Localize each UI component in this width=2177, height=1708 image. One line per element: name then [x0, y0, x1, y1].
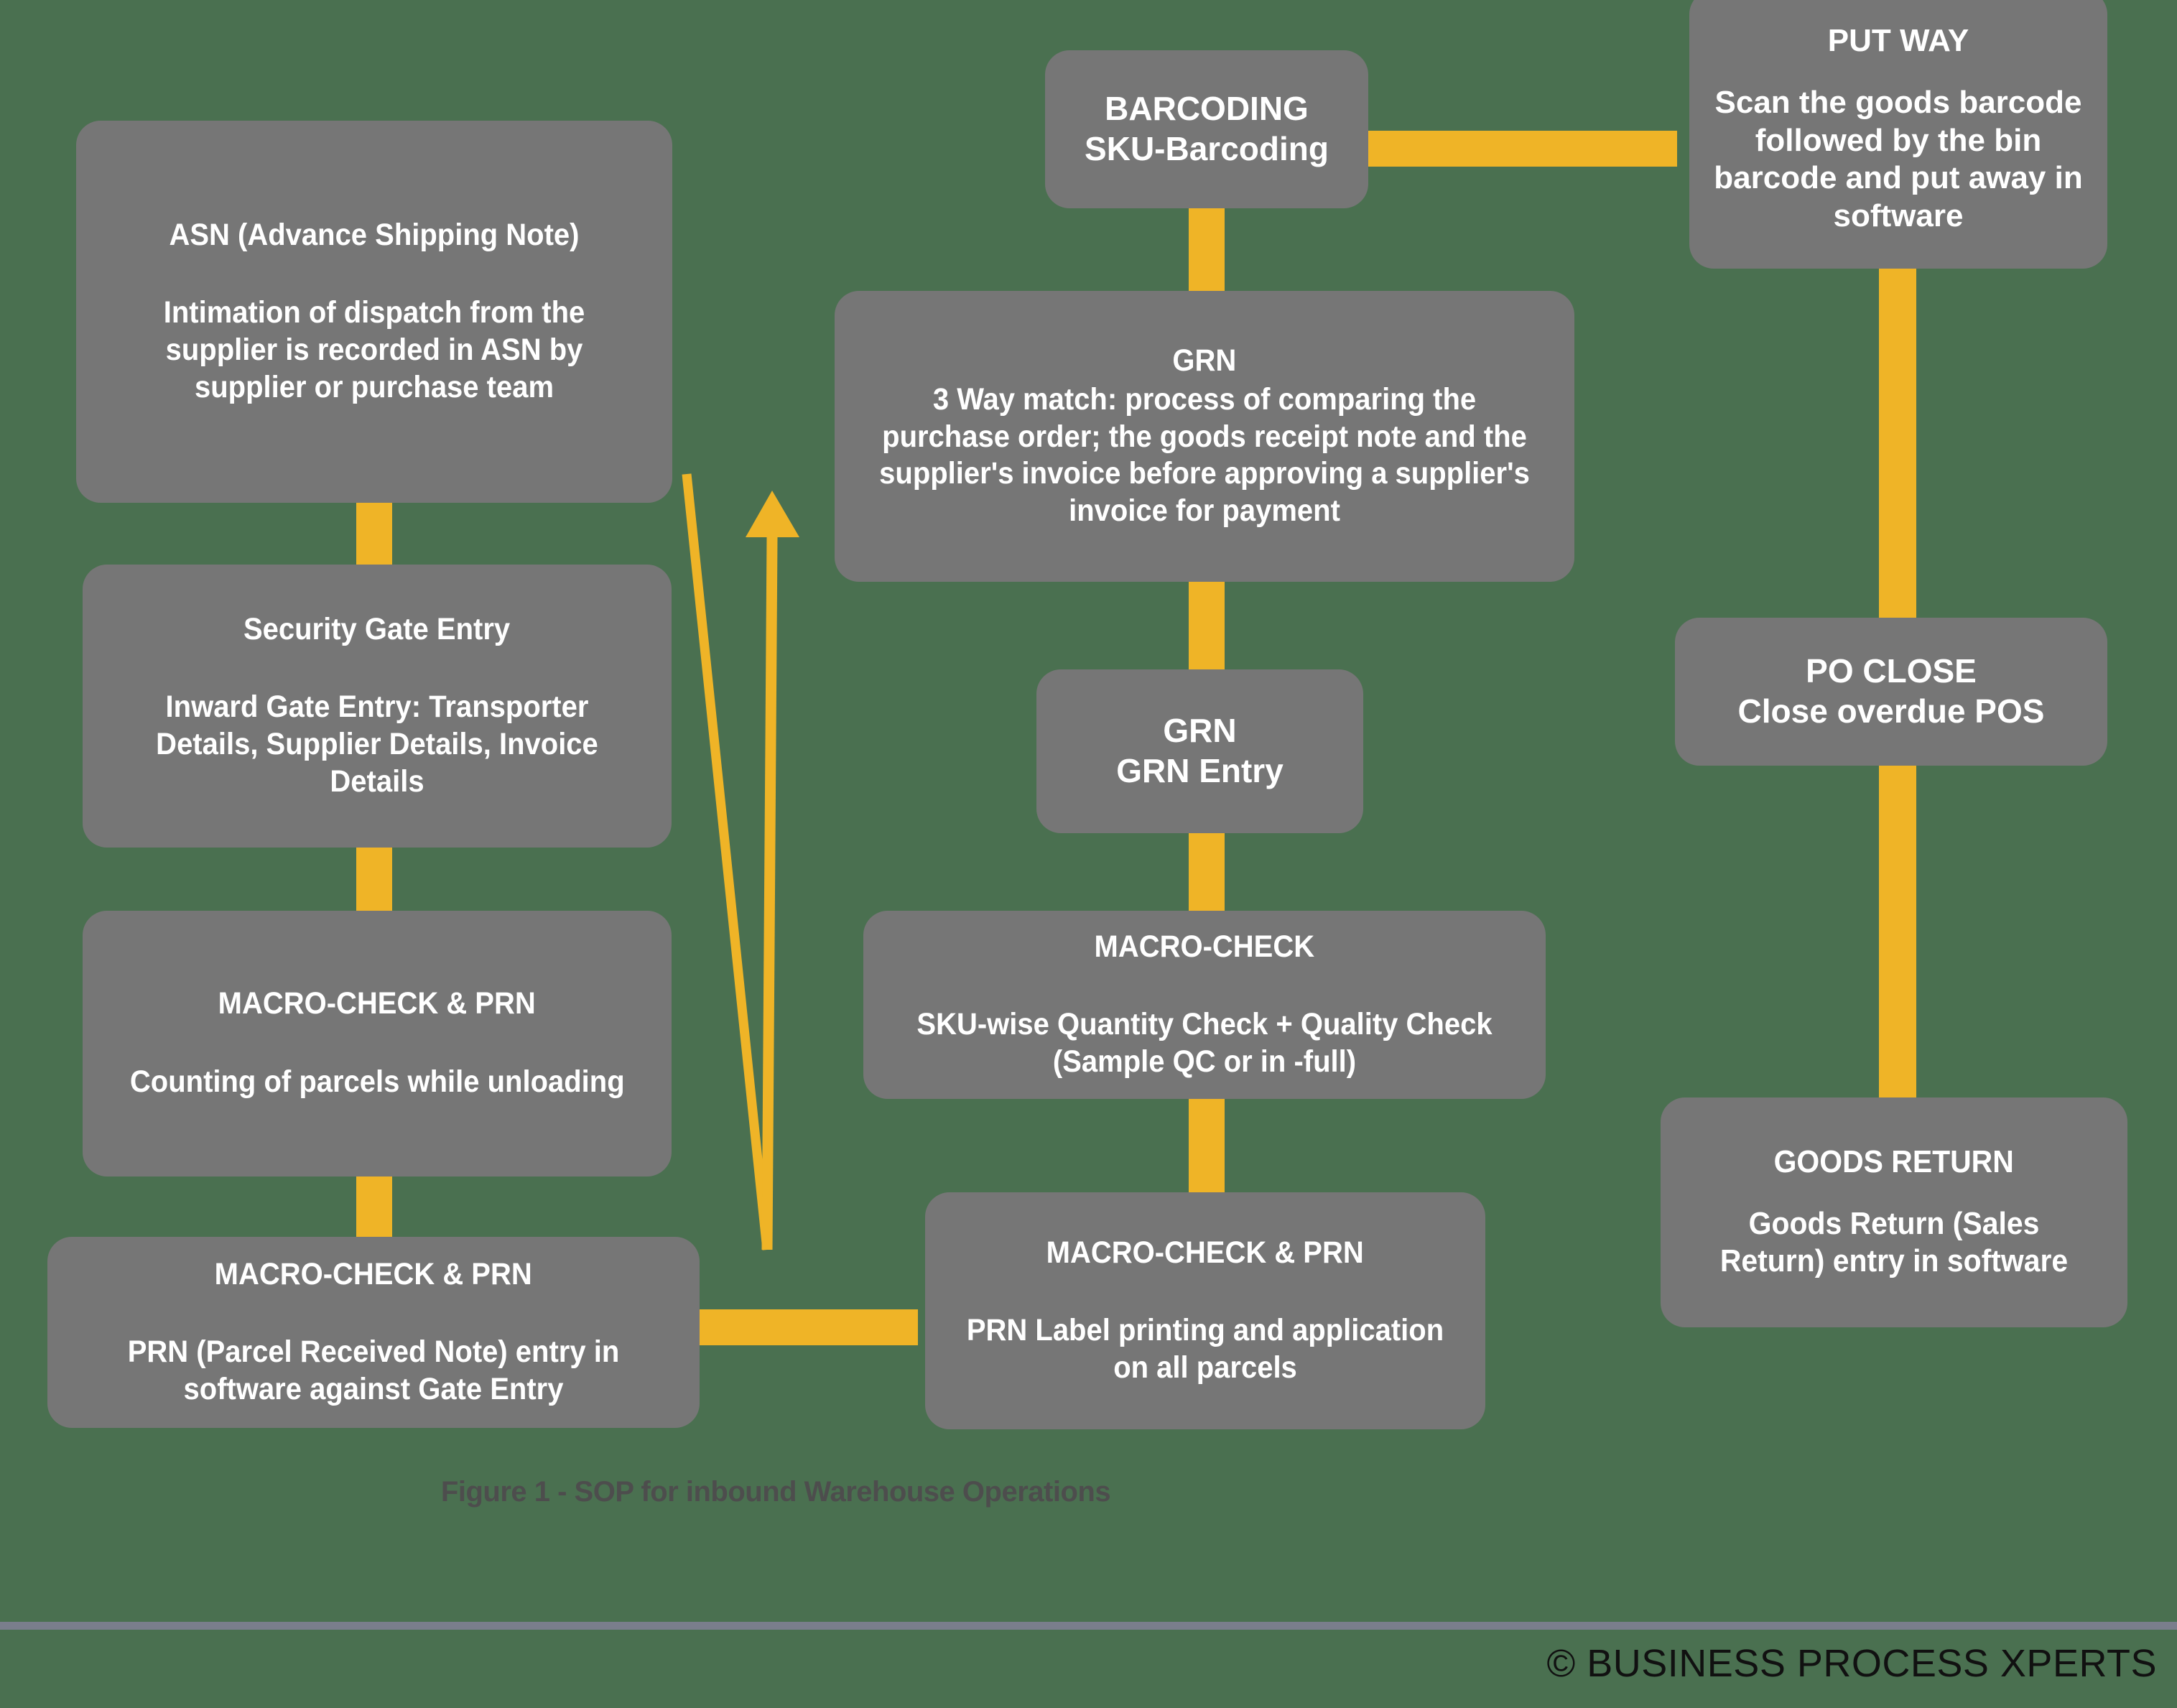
node-macro-check-prn-count-title: MACRO-CHECK & PRN — [218, 986, 537, 1021]
node-asn-title: ASN (Advance Shipping Note) — [169, 217, 580, 252]
connector-po-close-to-goods-return — [1879, 763, 1916, 1099]
copyright-notice: © BUSINESS PROCESS XPERTS — [1546, 1642, 2157, 1685]
node-grn-entry-body: GRN Entry — [1116, 751, 1284, 789]
node-security-gate-entry-body: Inward Gate Entry: Transporter Details, … — [156, 690, 598, 799]
node-goods-return-title: GOODS RETURN — [1773, 1143, 2015, 1179]
node-grn-3way-title: GRN — [1172, 343, 1237, 378]
node-goods-return[interactable]: GOODS RETURN Goods Return (Sales Return)… — [1661, 1097, 2127, 1327]
node-macro-check-prn-count-body: Counting of parcels while unloading — [129, 1064, 625, 1099]
connector-prn-entry-to-prn-label — [695, 1309, 918, 1345]
connector-asn-to-security-gate — [356, 503, 392, 565]
node-macro-check-prn-entry[interactable]: MACRO-CHECK & PRN PRN (Parcel Received N… — [47, 1237, 700, 1428]
connector-grn-entry-to-grn-3way — [1189, 582, 1225, 669]
node-macro-check-qc[interactable]: MACRO-CHECK SKU-wise Quantity Check + Qu… — [863, 911, 1546, 1099]
node-macro-check-prn-label[interactable]: MACRO-CHECK & PRN PRN Label printing and… — [925, 1192, 1485, 1429]
node-macro-check-prn-count[interactable]: MACRO-CHECK & PRN Counting of parcels wh… — [83, 911, 672, 1176]
node-macro-check-prn-entry-body: PRN (Parcel Received Note) entry in soft… — [127, 1335, 620, 1406]
node-grn-3way[interactable]: GRN 3 Way match: process of comparing th… — [835, 291, 1574, 582]
connector-macro-check-qc-to-grn-entry — [1189, 833, 1225, 911]
figure-caption: Figure 1 - SOP for inbound Warehouse Ope… — [440, 1476, 1111, 1508]
connector-security-gate-to-macro-check-count — [356, 848, 392, 911]
node-goods-return-body: Goods Return (Sales Return) entry in sof… — [1719, 1205, 2069, 1279]
node-asn[interactable]: ASN (Advance Shipping Note) Intimation o… — [76, 121, 672, 503]
node-security-gate-entry-title: Security Gate Entry — [243, 611, 511, 646]
node-macro-check-prn-label-body: PRN Label printing and application on al… — [966, 1313, 1444, 1385]
node-grn-3way-body: 3 Way match: process of comparing the pu… — [879, 382, 1530, 528]
node-po-close-title: PO CLOSE — [1806, 651, 1977, 690]
connector-barcoding-to-put-way — [1350, 131, 1677, 167]
node-po-close-body: Close overdue POS — [1737, 692, 2045, 730]
node-security-gate-entry[interactable]: Security Gate Entry Inward Gate Entry: T… — [83, 565, 672, 848]
node-grn-entry-title: GRN — [1163, 711, 1237, 749]
node-macro-check-prn-label-title: MACRO-CHECK & PRN — [1046, 1235, 1365, 1270]
node-asn-body: Intimation of dispatch from the supplier… — [163, 295, 585, 404]
connector-macro-check-count-to-prn-entry — [356, 1176, 392, 1237]
node-macro-check-qc-body: SKU-wise Quantity Check + Quality Check … — [916, 1007, 1493, 1079]
node-po-close[interactable]: PO CLOSE Close overdue POS — [1675, 618, 2107, 766]
node-macro-check-qc-title: MACRO-CHECK — [1094, 929, 1315, 964]
node-put-way-title: PUT WAY — [1827, 23, 1969, 59]
node-macro-check-prn-entry-title: MACRO-CHECK & PRN — [214, 1256, 533, 1291]
node-barcoding-title: BARCODING — [1105, 89, 1309, 127]
connector-grn-3way-to-barcoding — [1189, 208, 1225, 294]
node-put-way-body: Scan the goods barcode followed by the b… — [1714, 84, 2083, 234]
node-barcoding-body: SKU-Barcoding — [1085, 129, 1329, 167]
node-grn-entry[interactable]: GRN GRN Entry — [1036, 669, 1363, 833]
connector-put-way-to-po-close — [1879, 266, 1916, 618]
connector-prn-label-to-macro-check-qc — [1189, 1099, 1225, 1192]
footer-divider — [0, 1622, 2177, 1630]
node-barcoding[interactable]: BARCODING SKU-Barcoding — [1045, 50, 1368, 208]
node-put-way[interactable]: PUT WAY Scan the goods barcode followed … — [1689, 0, 2107, 269]
